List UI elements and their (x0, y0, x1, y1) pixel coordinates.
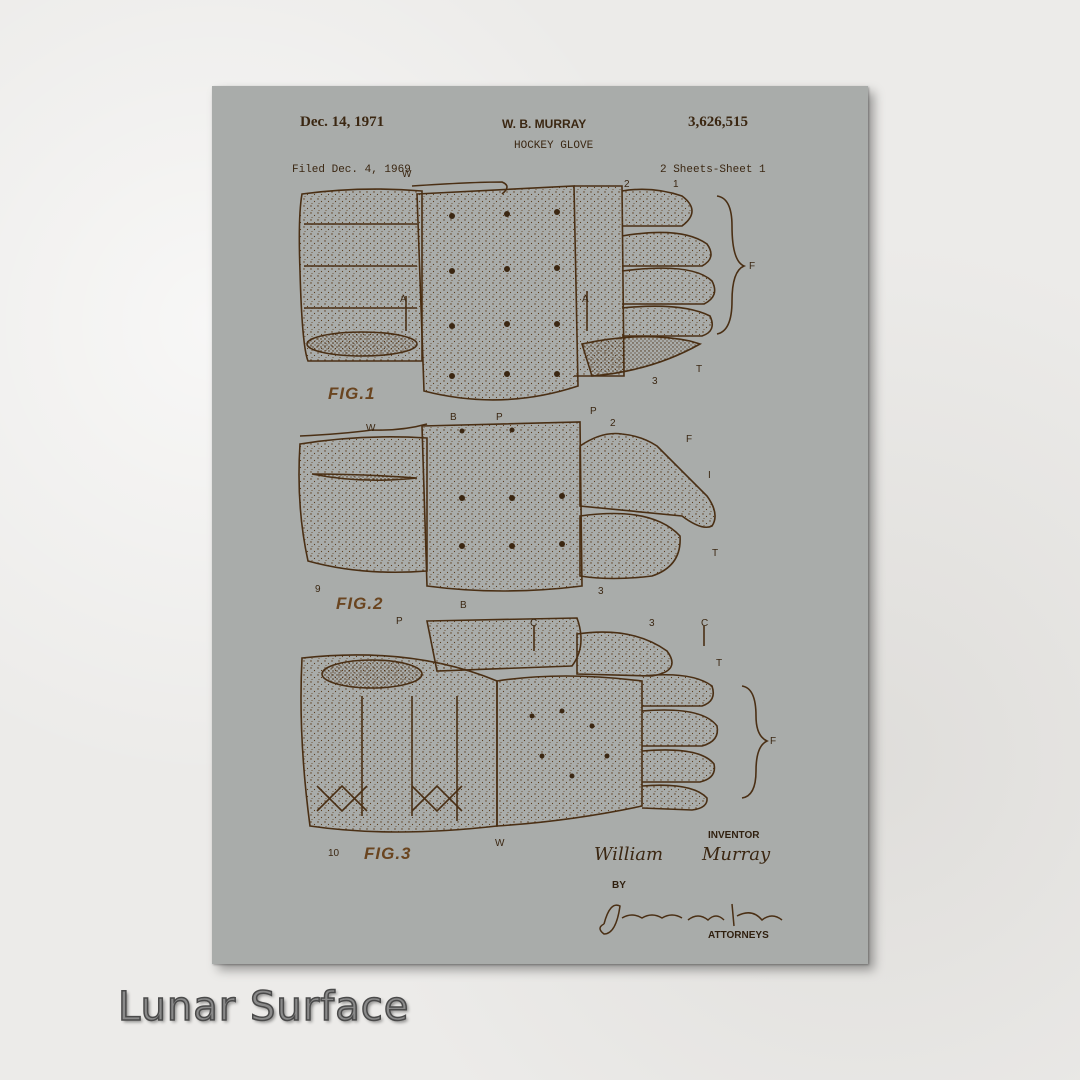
svg-text:T: T (712, 548, 718, 559)
patent-number: 3,626,515 (688, 114, 748, 130)
svg-text:T: T (696, 364, 702, 375)
product-caption: Lunar Surface (117, 983, 410, 1031)
by-label: BY (612, 880, 626, 891)
svg-text:I: I (708, 470, 711, 481)
fig1-label: FIG.1 (328, 384, 376, 403)
svg-text:2: 2 (624, 179, 630, 190)
svg-text:P: P (396, 616, 403, 627)
attorney-signature (599, 903, 783, 935)
svg-text:10: 10 (328, 848, 340, 859)
patent-title: HOCKEY GLOVE (514, 140, 594, 152)
svg-text:F: F (686, 434, 692, 445)
svg-text:C: C (701, 618, 708, 629)
svg-text:B: B (450, 412, 457, 423)
fig3-label: FIG.3 (364, 844, 412, 863)
svg-text:3: 3 (598, 586, 604, 597)
svg-text:W: W (402, 169, 412, 180)
inventor-last-name: Murray (702, 844, 771, 865)
fig3-drawing (300, 617, 769, 833)
fig2-drawing (298, 421, 716, 592)
svg-text:W: W (366, 423, 376, 434)
svg-text:W: W (495, 838, 505, 849)
patent-print: Dec. 14, 1971 W. B. MURRAY 3,626,515 HOC… (212, 86, 868, 964)
attorneys-label: ATTORNEYS (708, 930, 769, 941)
svg-text:P: P (590, 406, 597, 417)
svg-text:A: A (582, 294, 589, 305)
svg-text:A: A (400, 294, 407, 305)
inventor-label: INVENTOR (708, 830, 760, 841)
svg-text:F: F (770, 736, 776, 747)
svg-text:2: 2 (610, 418, 616, 429)
fig1-drawing (298, 181, 747, 401)
svg-text:F: F (749, 261, 755, 272)
svg-text:P: P (496, 412, 503, 423)
svg-text:T: T (716, 658, 722, 669)
svg-text:1: 1 (673, 179, 679, 190)
sheet-count: 2 Sheets-Sheet 1 (660, 164, 766, 176)
patent-date: Dec. 14, 1971 (300, 114, 385, 130)
svg-text:9: 9 (315, 584, 321, 595)
svg-text:3: 3 (649, 618, 655, 629)
inventor-header: W. B. MURRAY (502, 117, 587, 131)
fig2-label: FIG.2 (336, 594, 384, 613)
filed-date: Filed Dec. 4, 1969 (292, 164, 411, 176)
glove-drawings: W 2 1 F T 3 P A A (298, 169, 783, 935)
svg-text:3: 3 (652, 376, 658, 387)
inventor-first-name: William (594, 844, 664, 865)
svg-text:C: C (530, 618, 537, 629)
svg-text:B: B (460, 600, 467, 611)
